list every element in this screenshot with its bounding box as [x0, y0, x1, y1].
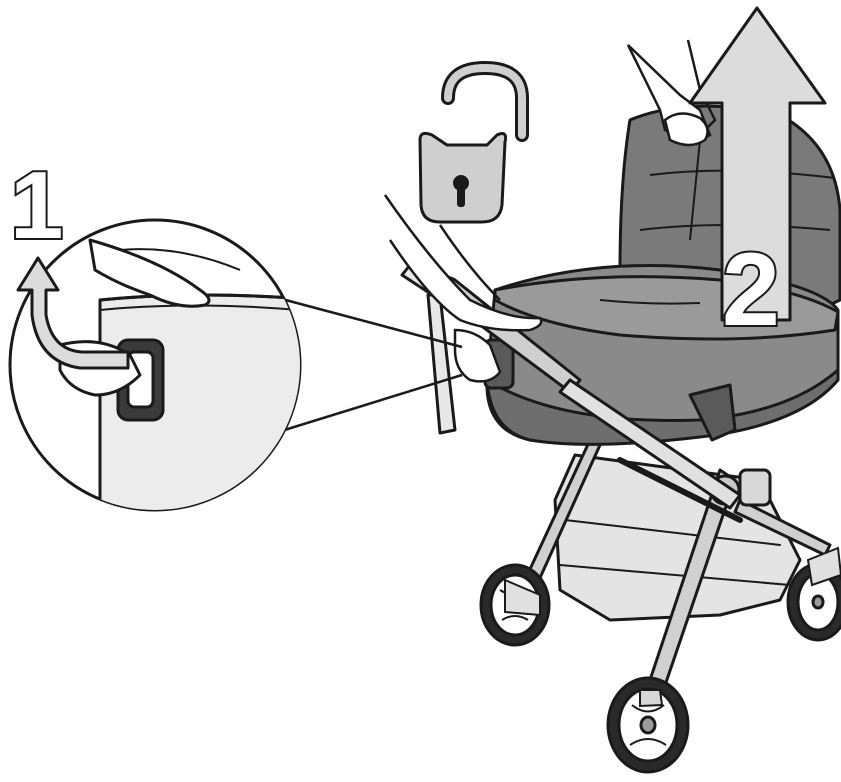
- padlock-open-icon: [420, 68, 522, 222]
- front-wheel: [608, 678, 688, 772]
- step-2-label: 2: [722, 238, 780, 342]
- step-1-label: 1: [10, 158, 63, 254]
- stroller-frame: [518, 440, 830, 700]
- rear-wheel-left: [481, 565, 549, 645]
- detail-magnifier: [10, 220, 320, 520]
